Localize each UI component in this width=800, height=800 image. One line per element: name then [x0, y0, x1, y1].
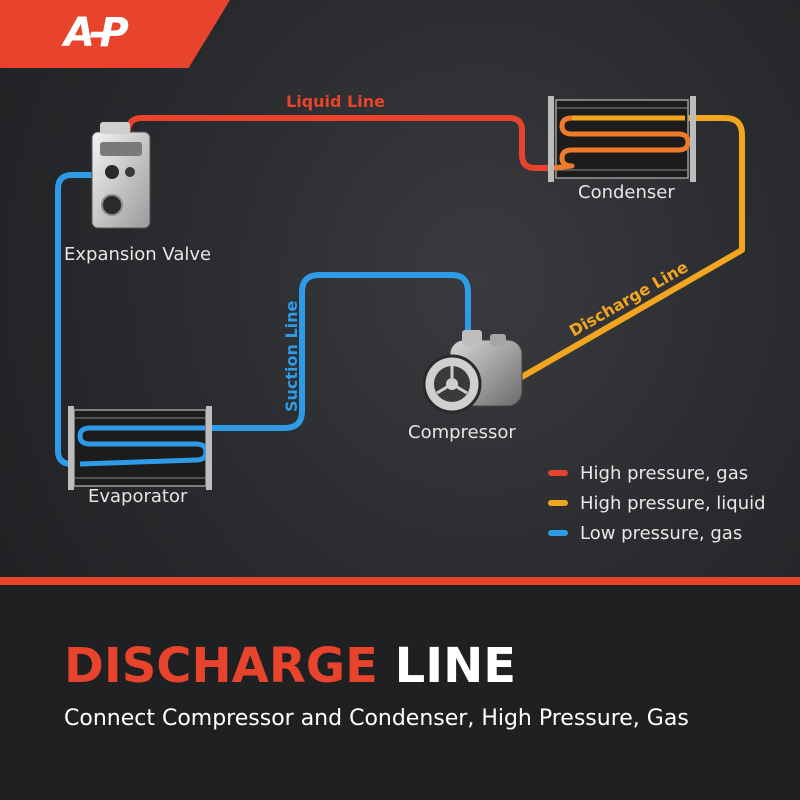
- suction-line-label: Suction Line: [282, 300, 301, 412]
- evaporator-unit: [68, 406, 212, 490]
- expansion-valve-unit: [91, 122, 151, 229]
- compressor-label: Compressor: [408, 422, 516, 443]
- accent-divider: [0, 577, 800, 585]
- condenser-label: Condenser: [578, 182, 675, 203]
- title-highlight: DISCHARGE: [64, 638, 378, 694]
- evaporator-label: Evaporator: [88, 486, 188, 507]
- legend-swatch-blue: [548, 530, 568, 536]
- brand-logo: A-P: [64, 10, 129, 56]
- legend-item: High pressure, liquid: [548, 488, 766, 518]
- brand-logo-band: [0, 0, 230, 68]
- legend-item: High pressure, gas: [548, 458, 766, 488]
- liquid-line-pipe: [125, 115, 555, 171]
- legend-label: Low pressure, gas: [580, 522, 743, 544]
- liquid-line-label: Liquid Line: [286, 92, 385, 111]
- condenser-unit: [548, 96, 696, 182]
- refrigerant-circuit-diagram: [55, 96, 745, 490]
- title-rest: LINE: [377, 638, 517, 694]
- legend-label: High pressure, gas: [580, 462, 749, 484]
- caption-panel: [0, 585, 800, 800]
- compressor-unit: [422, 330, 523, 414]
- legend-item: Low pressure, gas: [548, 518, 766, 548]
- legend-swatch-orange: [548, 500, 568, 506]
- legend-label: High pressure, liquid: [580, 492, 766, 514]
- expansion-valve-label: Expansion Valve: [64, 244, 212, 265]
- page-title: DISCHARGE LINE: [64, 638, 516, 694]
- page-subtitle: Connect Compressor and Condenser, High P…: [64, 706, 689, 731]
- pressure-legend: High pressure, gas High pressure, liquid…: [548, 458, 766, 548]
- suction-line-pipe: [202, 272, 471, 431]
- legend-swatch-red: [548, 470, 568, 476]
- discharge-line-pipe: [517, 115, 745, 381]
- expansion-to-evaporator-pipe: [55, 172, 95, 467]
